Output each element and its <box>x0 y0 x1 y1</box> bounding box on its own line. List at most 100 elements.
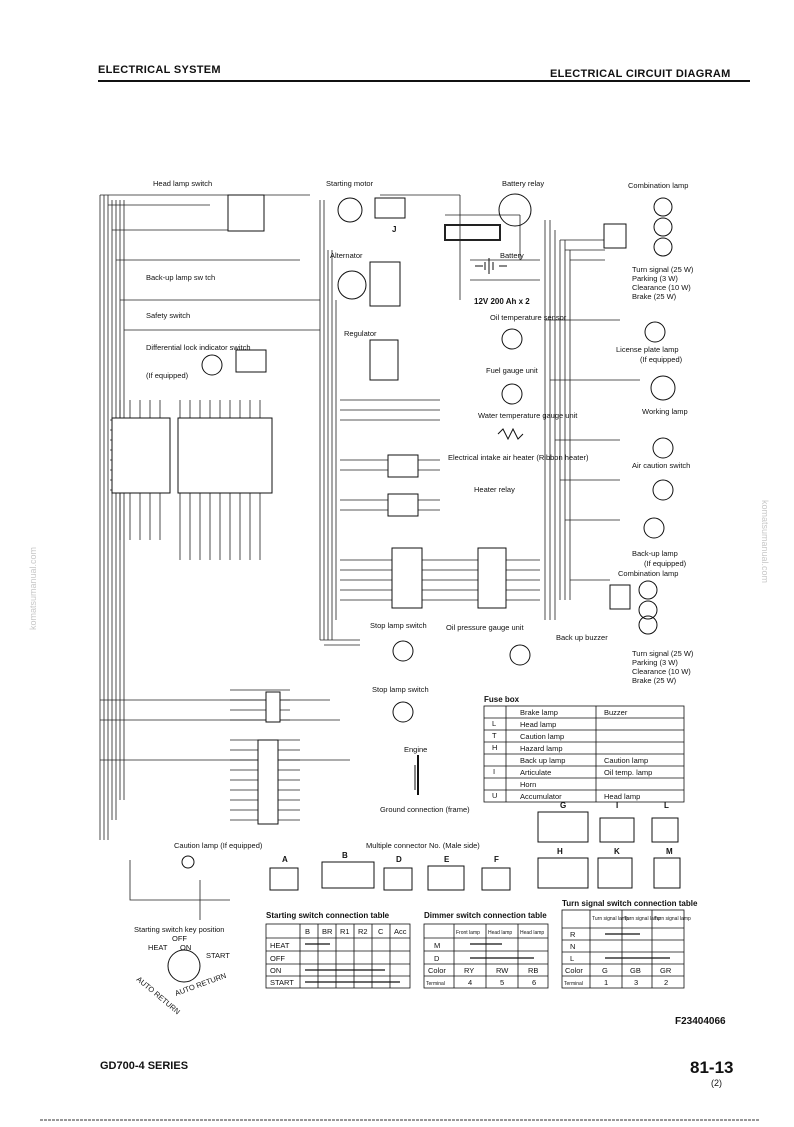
fuse-box-title: Fuse box <box>484 695 520 704</box>
footer-page-sub: (2) <box>711 1078 722 1088</box>
turn-signal-table <box>561 909 685 989</box>
dimmer-row: D <box>434 954 440 963</box>
starting-switch-row: HEAT <box>270 941 290 950</box>
fuse-key: L <box>492 719 496 728</box>
starting-switch-row: START <box>270 978 294 987</box>
connector-label-j: J <box>392 225 396 234</box>
watermark-left: komatsumanual.com <box>28 546 38 630</box>
label-starting-motor: Starting motor <box>326 179 374 188</box>
label-back-up-lamp-switch: Back-up lamp sw tch <box>146 273 215 282</box>
fuse-right: Caution lamp <box>604 756 648 765</box>
page-title: ELECTRICAL CIRCUIT DIAGRAM <box>550 68 731 80</box>
connector-label-d: D <box>396 855 402 864</box>
fuse-left: Brake lamp <box>520 708 558 717</box>
dimmer-terminal: 4 <box>468 978 472 987</box>
fuse-right: Buzzer <box>604 708 628 717</box>
turn-signal-table-title: Turn signal switch connection table <box>562 899 698 908</box>
label-fuel-gauge-unit: Fuel gauge unit <box>486 366 539 375</box>
fuse-key: U <box>492 791 497 800</box>
starting-switch-row: ON <box>270 966 281 975</box>
starting-switch-header: BR <box>322 927 333 936</box>
dimmer-row: Terminal <box>426 981 445 987</box>
fuse-key: H <box>492 743 497 752</box>
starting-switch-table-title: Starting switch connection table <box>266 911 390 920</box>
label-key-start: START <box>206 951 230 960</box>
label-clearance-2: Clearance (10 W) <box>632 667 691 676</box>
turn-signal-row: Terminal <box>564 981 583 987</box>
label-water-temp-gauge: Water temperature gauge unit <box>478 411 578 420</box>
connector-label-e: E <box>444 855 450 864</box>
label-key-heat: HEAT <box>148 943 168 952</box>
label-key-off: OFF <box>172 934 187 943</box>
label-heater-relay: Heater relay <box>474 485 515 494</box>
dimmer-header: Front lamp <box>456 930 480 936</box>
dimmer-color: RY <box>464 966 474 975</box>
connector-label-h: H <box>557 847 563 856</box>
starting-switch-header: Acc <box>394 927 407 936</box>
label-auto-return-2: AUTO RETURN <box>174 971 228 998</box>
label-safety-switch: Safety switch <box>146 311 190 320</box>
starting-switch-header: R1 <box>340 927 350 936</box>
label-intake-heater: Electrical intake air heater (Ribbon hea… <box>448 453 589 462</box>
component-symbols <box>167 193 676 983</box>
label-oil-pressure-gauge: Oil pressure gauge unit <box>446 623 524 632</box>
starting-switch-header: R2 <box>358 927 368 936</box>
label-oil-temp-sensor: Oil temperature sensor <box>490 313 567 322</box>
fuse-left: Articulate <box>520 768 551 777</box>
label-key-on: ON <box>180 943 191 952</box>
label-head-lamp-switch: Head lamp switch <box>153 179 212 188</box>
footer-page-number: 81-13 <box>690 1058 734 1077</box>
fuse-key: I <box>493 767 495 776</box>
label-parking: Parking (3 W) <box>632 274 678 283</box>
label-combination-lamp: Combination lamp <box>628 181 688 190</box>
dimmer-row: Color <box>428 966 446 975</box>
connector-label-l: L <box>664 801 669 810</box>
dimmer-header: Head lamp <box>520 930 544 936</box>
fuse-left: Caution lamp <box>520 732 564 741</box>
label-diff-lock-eq: (If equipped) <box>146 371 189 380</box>
label-if-equipped: (If equipped) <box>640 355 683 364</box>
turn-signal-terminal: 3 <box>634 978 638 987</box>
label-clearance: Clearance (10 W) <box>632 283 691 292</box>
label-turn-signal: Turn signal (25 W) <box>632 265 694 274</box>
fuse-box: Fuse box L T H I U Brake lamp Head lamp … <box>484 695 652 801</box>
turn-signal-terminal: 1 <box>604 978 608 987</box>
label-multiple-connector: Multiple connector No. (Male side) <box>366 841 480 850</box>
label-caution-lamp: Caution lamp (If equipped) <box>174 841 263 850</box>
dimmer-switch-table <box>423 923 549 989</box>
label-battery-spec: 12V 200 Ah x 2 <box>474 297 530 306</box>
label-back-up-buzzer: Back up buzzer <box>556 633 608 642</box>
fuse-right: Head lamp <box>604 792 640 801</box>
connector-label-f: F <box>494 855 499 864</box>
dimmer-terminal: 6 <box>532 978 536 987</box>
turn-signal-row: R <box>570 930 576 939</box>
label-brake-2: Brake (25 W) <box>632 676 677 685</box>
turn-signal-row: N <box>570 942 575 951</box>
dimmer-switch-table-text: Dimmer switch connection table Front lam… <box>424 911 547 987</box>
watermark-right: komatsumanual.com <box>760 500 770 584</box>
label-stop-lamp-switch-2: Stop lamp switch <box>372 685 429 694</box>
label-alternator: Alternator <box>330 251 363 260</box>
label-battery-relay: Battery relay <box>502 179 544 188</box>
starting-switch-row: OFF <box>270 954 285 963</box>
dimmer-color: RW <box>496 966 509 975</box>
turn-signal-color: GR <box>660 966 672 975</box>
turn-signal-row: L <box>570 954 574 963</box>
label-regulator: Regulator <box>344 329 377 338</box>
dimmer-color: RB <box>528 966 538 975</box>
starting-switch-header: B <box>305 927 310 936</box>
starting-switch-header: C <box>378 927 384 936</box>
label-working-lamp: Working lamp <box>642 407 688 416</box>
fuse-box-table <box>483 705 685 803</box>
label-turn-signal-2: Turn signal (25 W) <box>632 649 694 658</box>
label-starting-switch-key: Starting switch key position <box>134 925 224 934</box>
dimmer-switch-table-title: Dimmer switch connection table <box>424 911 547 920</box>
figure-code: F23404066 <box>675 1016 726 1027</box>
label-back-up-lamp-eq: (If equipped) <box>644 559 687 568</box>
label-license-plate-lamp: License plate lamp <box>616 345 679 354</box>
turn-signal-color: G <box>602 966 608 975</box>
turn-signal-table-text: Turn signal switch connection table Turn… <box>562 899 698 987</box>
label-parking-2: Parking (3 W) <box>632 658 678 667</box>
fuse-key: T <box>492 731 497 740</box>
connector-blocks <box>111 194 631 825</box>
